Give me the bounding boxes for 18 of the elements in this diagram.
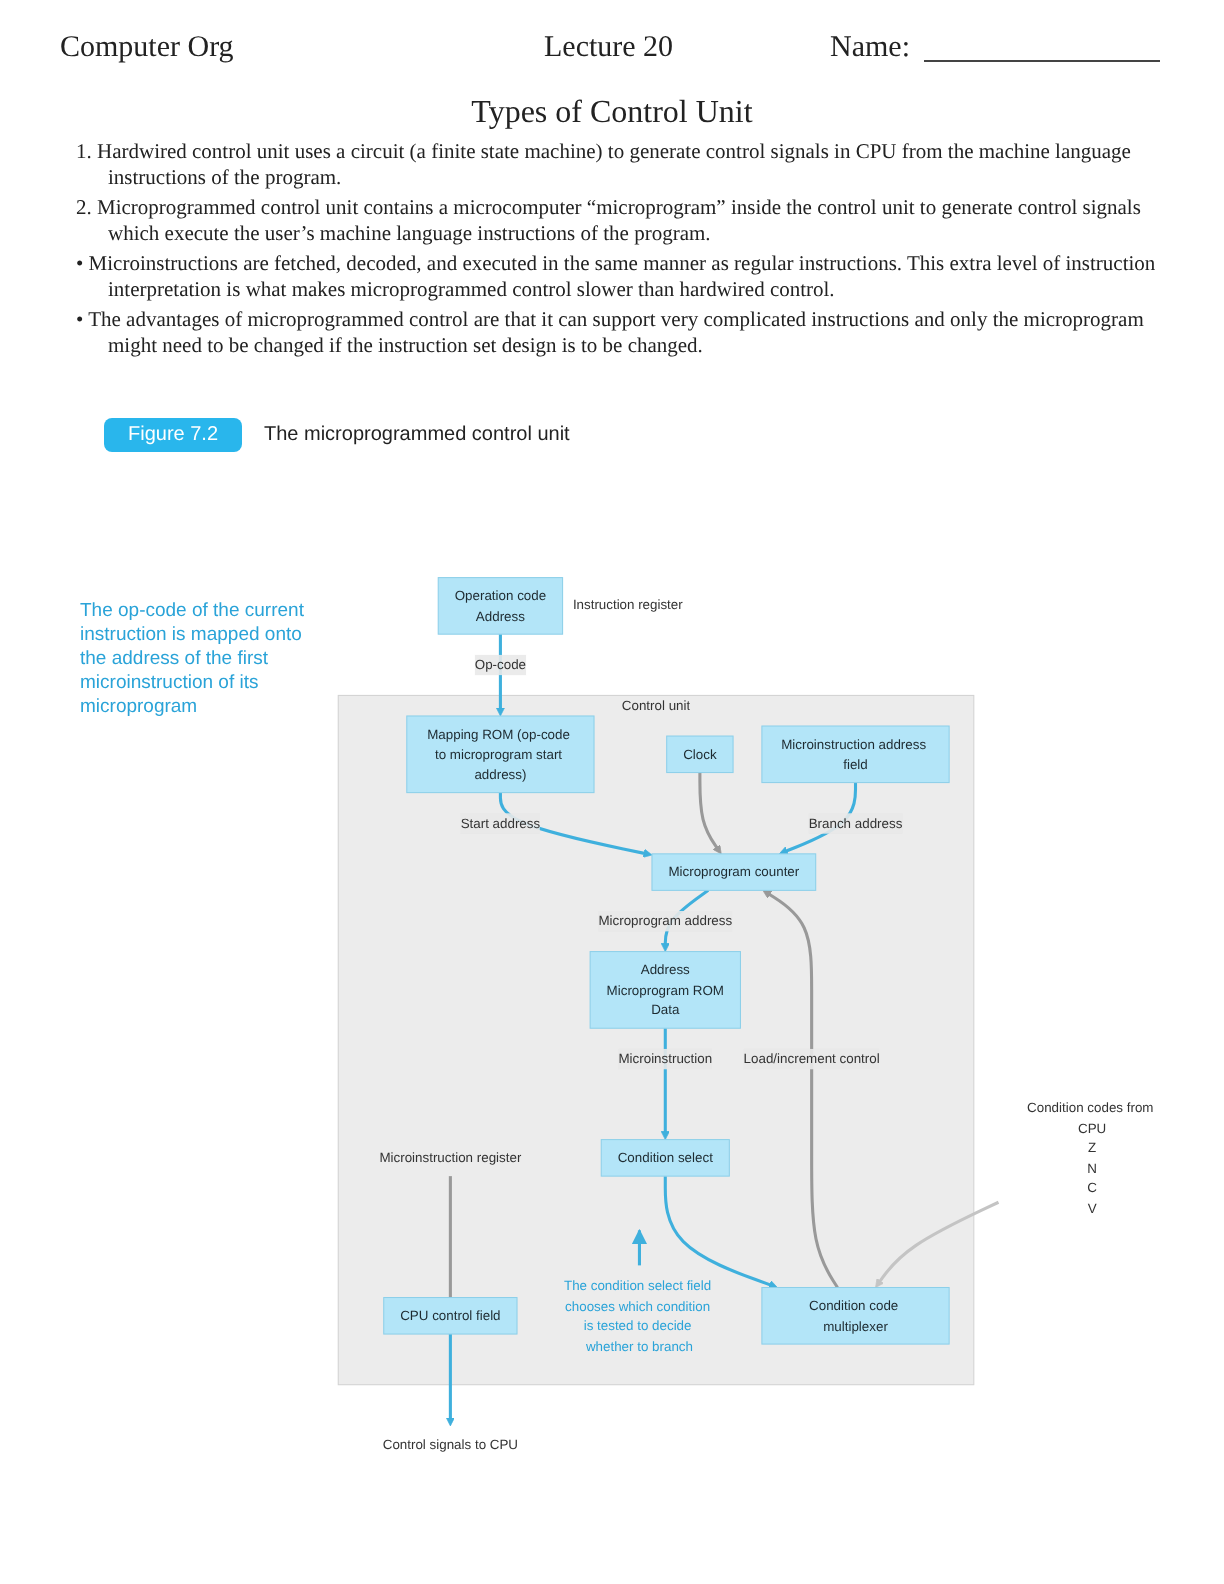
arrow <box>762 889 839 1289</box>
page-title: Types of Control Unit <box>469 96 755 132</box>
name-label: Name: <box>830 32 910 66</box>
course-name: Computer Org <box>60 32 234 66</box>
arrow <box>875 1200 1000 1288</box>
annotation-note: The op-code of the current instruction is mapped onto the address of the first microinstruction of its microprogram <box>80 600 306 720</box>
arrow <box>445 1334 455 1427</box>
lecture-number: Lecture 20 <box>544 32 674 66</box>
bullet-item: • The advantages of microprogrammed control are that it can support very complicated instructions and only the microprogram might need to be changed if the instruction set design is to be changed. <box>76 308 1146 360</box>
leader-arrow <box>631 1228 648 1266</box>
arrow <box>663 1176 778 1289</box>
figure-caption: The microprogrammed control unit <box>264 424 570 446</box>
connector <box>448 1176 452 1298</box>
figure-badge: Figure 7.2 <box>104 418 243 452</box>
bullet-item: 2. Microprogrammed control unit contains a microcomputer “microprogram” inside the control unit to generate control signals which execute the user’s machine language instructions of the program. <box>76 196 1143 248</box>
bullet-item: 1. Hardwired control unit uses a circuit (a finite state machine) to generate control signals in CPU from the machine language instructions of the program. <box>76 140 1133 192</box>
arrow <box>698 772 722 855</box>
bullet-item: • Microinstructions are fetched, decoded, and executed in the same manner as regular instructions. This extra level of instruction interpretation is what makes microprogrammed control slower than hardwired control. <box>76 252 1156 304</box>
